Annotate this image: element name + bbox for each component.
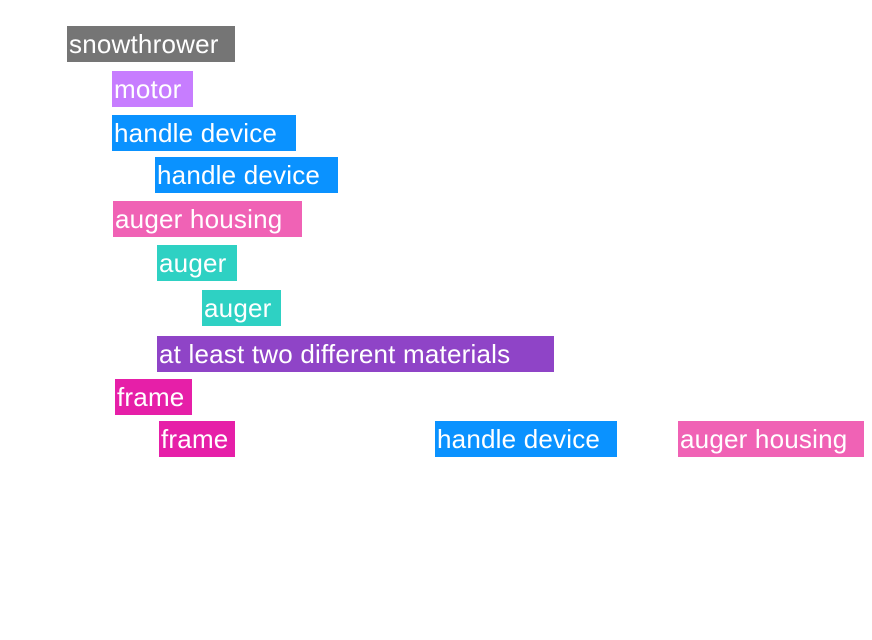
node-auger-housing-frame-ref: auger housing xyxy=(678,421,864,457)
node-frame-child: frame xyxy=(159,421,235,457)
node-snowthrower: snowthrower xyxy=(67,26,235,62)
node-auger-child: auger xyxy=(202,290,281,326)
node-auger: auger xyxy=(157,245,237,281)
node-handle-device-frame-ref: handle device xyxy=(435,421,617,457)
node-motor: motor xyxy=(112,71,193,107)
node-at-least-two-different-materials: at least two different materials xyxy=(157,336,554,372)
node-frame: frame xyxy=(115,379,192,415)
node-handle-device-child: handle device xyxy=(155,157,338,193)
node-auger-housing: auger housing xyxy=(113,201,302,237)
node-handle-device: handle device xyxy=(112,115,296,151)
